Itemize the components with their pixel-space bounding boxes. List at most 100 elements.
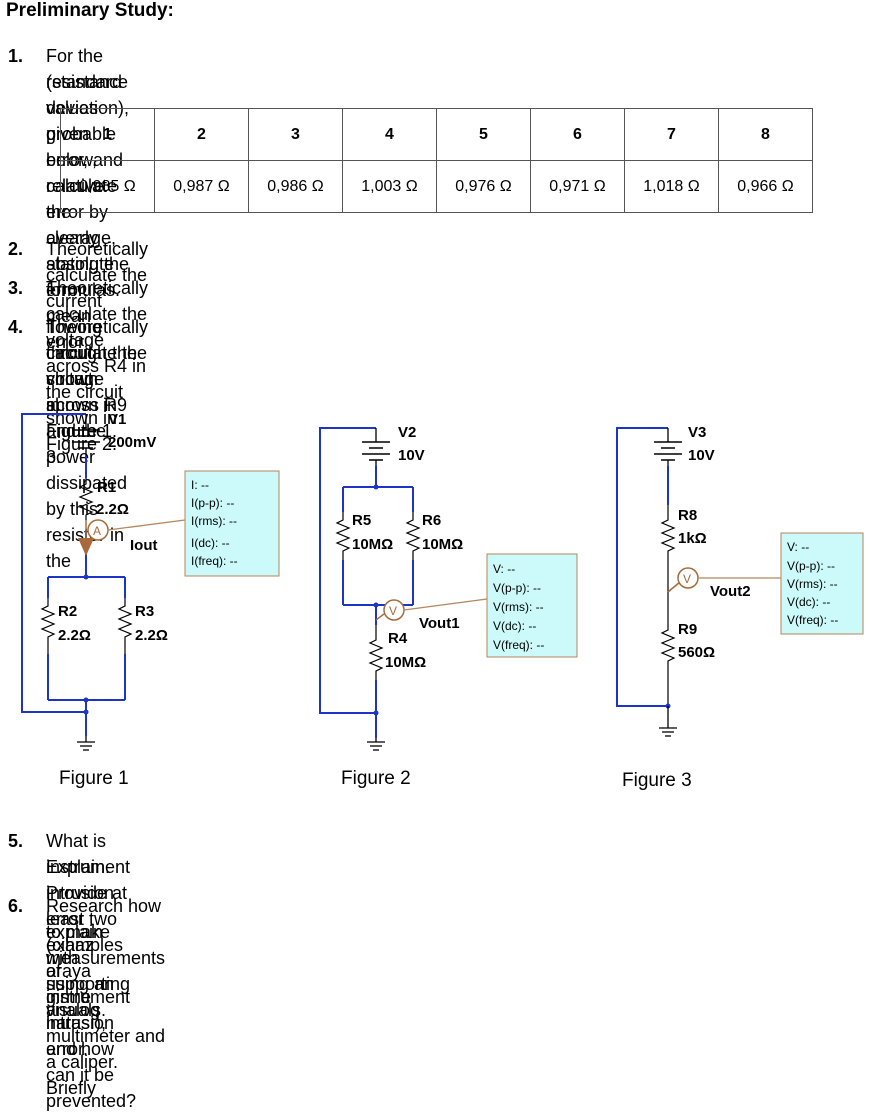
question-text-line: Theoretically calculate the current flow…	[46, 239, 149, 441]
r5-value: 10MΩ	[352, 536, 393, 553]
question-text-line: Theoretically calculate the voltage acro…	[46, 278, 149, 454]
probe-line: V(p-p): --	[493, 581, 541, 595]
table-header-cell: 5	[436, 108, 531, 161]
table-header-cell: 8	[718, 108, 813, 161]
voltmeter-symbol: V	[683, 572, 691, 586]
table-header-cell: 7	[624, 108, 719, 161]
figure-2-wires	[319, 427, 414, 738]
resistance-table: 1 2 3 4 5 6 7 8 0,985 Ω 0,987 Ω 0,986 Ω …	[60, 108, 813, 213]
r3-name: R3	[135, 603, 154, 620]
resistor-icon	[40, 598, 56, 654]
question-number: 4.	[8, 317, 24, 337]
table-cell: 0,966 Ω	[718, 160, 813, 213]
ground-icon	[658, 727, 678, 737]
figure-3-wires	[616, 427, 669, 707]
probe-line: V(freq): --	[493, 638, 544, 652]
r1-value: 2.2Ω	[96, 501, 129, 518]
battery-icon	[362, 428, 390, 466]
table-row: 0,985 Ω 0,987 Ω 0,986 Ω 1,003 Ω 0,976 Ω …	[60, 160, 813, 213]
question-number: 2.	[8, 239, 24, 259]
figure-1-wires	[21, 413, 126, 736]
table-header-row: 1 2 3 4 5 6 7 8	[60, 108, 813, 161]
question-number: 3.	[8, 278, 24, 298]
table-cell: 0,987 Ω	[154, 160, 249, 213]
probe-line: V: --	[787, 540, 809, 554]
table-header-cell: 3	[248, 108, 343, 161]
r5-name: R5	[352, 512, 371, 529]
probe-line: V(freq): --	[787, 613, 838, 627]
probe-line: I(freq): --	[191, 554, 238, 568]
table-cell: 0,976 Ω	[436, 160, 531, 213]
table-cell: 0,971 Ω	[530, 160, 625, 213]
figure-1-caption: Figure 1	[59, 768, 129, 789]
r1-name: R1	[97, 479, 116, 496]
r2-name: R2	[58, 603, 77, 620]
probe-line: V(rms): --	[787, 577, 838, 591]
probe-line: V: --	[493, 562, 515, 576]
v2-name: V2	[398, 424, 416, 441]
voltmeter-symbol: V	[389, 604, 397, 618]
r4-name: R4	[388, 630, 408, 647]
resistor-icon	[335, 512, 351, 560]
ammeter-symbol: A	[93, 524, 101, 538]
resistor-icon	[78, 478, 94, 520]
voltmeter-label: Vout1	[419, 615, 460, 632]
ammeter-arrow-icon	[78, 538, 94, 556]
table-header-cell: 2	[154, 108, 249, 161]
voltmeter-label: Vout2	[710, 583, 751, 600]
ground-icon	[366, 741, 386, 751]
r4-value: 10MΩ	[385, 654, 426, 671]
battery-icon	[654, 428, 682, 466]
table-cell: 1,018 Ω	[624, 160, 719, 213]
table-cell: 0,985 Ω	[60, 160, 155, 213]
r6-value: 10MΩ	[422, 536, 463, 553]
v3-name: V3	[688, 424, 706, 441]
figure-3-circuit: V V3 10V R8 1kΩ Vout2 R9 560Ω V: -- V(p-…	[616, 424, 864, 791]
resistor-icon	[117, 598, 133, 654]
resistor-icon	[660, 620, 676, 706]
resistor-icon	[368, 625, 384, 680]
ground-icon	[76, 741, 96, 751]
r2-value: 2.2Ω	[58, 627, 91, 644]
probe-line: I(dc): --	[191, 536, 230, 550]
table-header-cell: 4	[342, 108, 437, 161]
r3-value: 2.2Ω	[135, 627, 168, 644]
probe-line: I(rms): --	[191, 514, 237, 528]
figure-3-caption: Figure 3	[622, 770, 692, 791]
circuit-figures: A V1 200mV R1 2.2Ω Iout R2 2.2Ω R3 2.2Ω …	[21, 411, 864, 791]
r6-name: R6	[422, 512, 441, 529]
page-heading: Preliminary Study:	[6, 0, 174, 21]
r8-value: 1kΩ	[678, 530, 707, 547]
probe-line: V(dc): --	[493, 619, 536, 633]
r9-value: 560Ω	[678, 644, 715, 661]
v1-value: 200mV	[108, 434, 156, 451]
battery-icon	[72, 414, 100, 456]
table-cell: 0,986 Ω	[248, 160, 343, 213]
v1-name: V1	[108, 411, 126, 428]
figure-2-circuit: V V2 10V R5 10MΩ R6 10MΩ Vout1 R4 10MΩ V…	[319, 424, 578, 789]
probe-readout-box	[486, 553, 578, 658]
v3-value: 10V	[688, 447, 715, 464]
figure-2-caption: Figure 2	[341, 768, 411, 789]
table-header-cell: 6	[530, 108, 625, 161]
table-header-cell: 1	[60, 108, 155, 161]
probe-line: V(dc): --	[787, 595, 830, 609]
resistor-icon	[405, 512, 421, 560]
probe-line: V(rms): --	[493, 600, 544, 614]
question-text-line: explain with supporting visuals.	[46, 922, 131, 1020]
question-number: 5.	[8, 831, 24, 851]
ammeter-label: Iout	[130, 537, 158, 554]
resistor-icon	[660, 505, 676, 565]
probe-readout-box	[780, 532, 864, 635]
figure-1-circuit: A V1 200mV R1 2.2Ω Iout R2 2.2Ω R3 2.2Ω …	[21, 411, 280, 789]
probe-line: I: --	[191, 478, 209, 492]
r8-name: R8	[678, 507, 697, 524]
question-number: 1.	[8, 46, 24, 66]
table-cell: 1,003 Ω	[342, 160, 437, 213]
probe-line: I(p-p): --	[191, 496, 234, 510]
v2-value: 10V	[398, 447, 425, 464]
r9-name: R9	[678, 621, 697, 638]
question-number: 6.	[8, 896, 24, 916]
probe-readout-box	[184, 470, 280, 577]
probe-line: V(p-p): --	[787, 559, 835, 573]
